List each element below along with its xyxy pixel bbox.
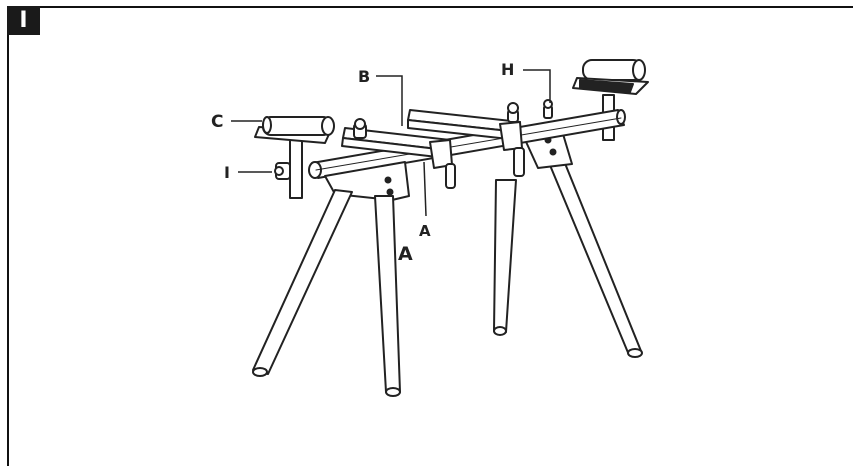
callout-a-lower: A xyxy=(398,243,413,265)
front-right-leg xyxy=(374,195,401,397)
locking-knob-i xyxy=(274,162,291,180)
miter-saw-stand-diagram: B H C I A A xyxy=(211,59,649,397)
leader-a xyxy=(423,161,427,217)
leader-h xyxy=(523,69,551,103)
bracket-knob-right xyxy=(507,102,519,123)
front-left-leg xyxy=(252,189,353,377)
callout-b: B xyxy=(358,67,370,86)
mounting-bracket-right xyxy=(407,109,525,177)
bracket-knob-left xyxy=(353,118,367,139)
beam-knob-h xyxy=(543,99,553,119)
callout-a-upper: A xyxy=(419,222,431,240)
callout-h: H xyxy=(501,60,514,79)
mounting-bracket-left xyxy=(341,127,456,189)
left-work-support xyxy=(254,116,335,199)
leader-b xyxy=(376,75,403,126)
callout-i: I xyxy=(224,163,230,182)
callout-c: C xyxy=(211,112,223,132)
figure-frame xyxy=(7,6,853,466)
back-right-leg xyxy=(546,155,643,358)
back-left-leg xyxy=(493,179,517,336)
step-badge: I xyxy=(7,6,40,35)
